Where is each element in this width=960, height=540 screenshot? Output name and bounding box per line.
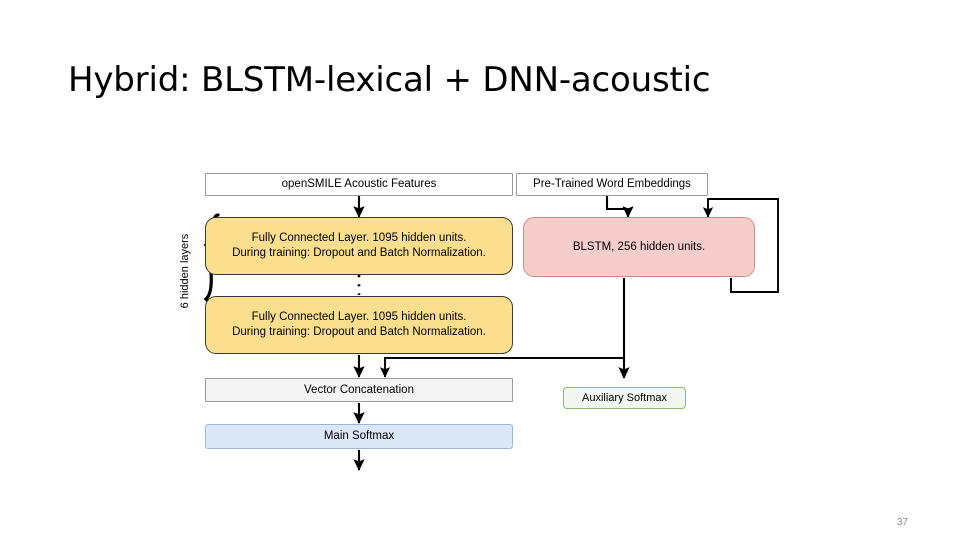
node-word-embeddings-input[interactable]: Pre-Trained Word Embeddings xyxy=(516,173,708,196)
node-vector-concatenation[interactable]: Vector Concatenation xyxy=(205,378,513,402)
edge-blstm-to-concat xyxy=(379,357,624,378)
node-fc-last-line1: Fully Connected Layer. 1095 hidden units… xyxy=(251,311,467,324)
node-main-softmax[interactable]: Main Softmax xyxy=(205,424,513,449)
node-fully-connected-layer-last[interactable]: Fully Connected Layer. 1095 hidden units… xyxy=(205,296,513,354)
hidden-layers-label: 6 hidden layers xyxy=(179,233,191,309)
page-number: 37 xyxy=(896,517,908,528)
edge-embeddings-to-blstm xyxy=(605,196,634,218)
node-auxiliary-softmax-label: Auxiliary Softmax xyxy=(582,391,667,404)
node-blstm[interactable]: BLSTM, 256 hidden units. xyxy=(523,217,755,277)
node-auxiliary-softmax[interactable]: Auxiliary Softmax xyxy=(563,387,686,409)
node-acoustic-input[interactable]: openSMILE Acoustic Features xyxy=(205,173,513,196)
node-fc-last-line2: During training: Dropout and Batch Norma… xyxy=(232,326,486,338)
node-fc-first-line1: Fully Connected Layer. 1095 hidden units… xyxy=(251,232,467,245)
node-fc-first-line2: During training: Dropout and Batch Norma… xyxy=(232,247,486,259)
page-title: Hybrid: BLSTM-lexical + DNN-acoustic xyxy=(68,60,711,100)
node-fully-connected-layer-first[interactable]: Fully Connected Layer. 1095 hidden units… xyxy=(205,217,513,275)
node-blstm-label: BLSTM, 256 hidden units. xyxy=(572,240,706,253)
node-vector-concatenation-label: Vector Concatenation xyxy=(304,383,414,396)
node-main-softmax-label: Main Softmax xyxy=(323,430,395,443)
node-acoustic-input-label: openSMILE Acoustic Features xyxy=(281,178,437,191)
node-word-embeddings-input-label: Pre-Trained Word Embeddings xyxy=(533,178,691,191)
architecture-diagram: 6 hidden layers openSMILE Acoustic Featu… xyxy=(179,165,800,475)
